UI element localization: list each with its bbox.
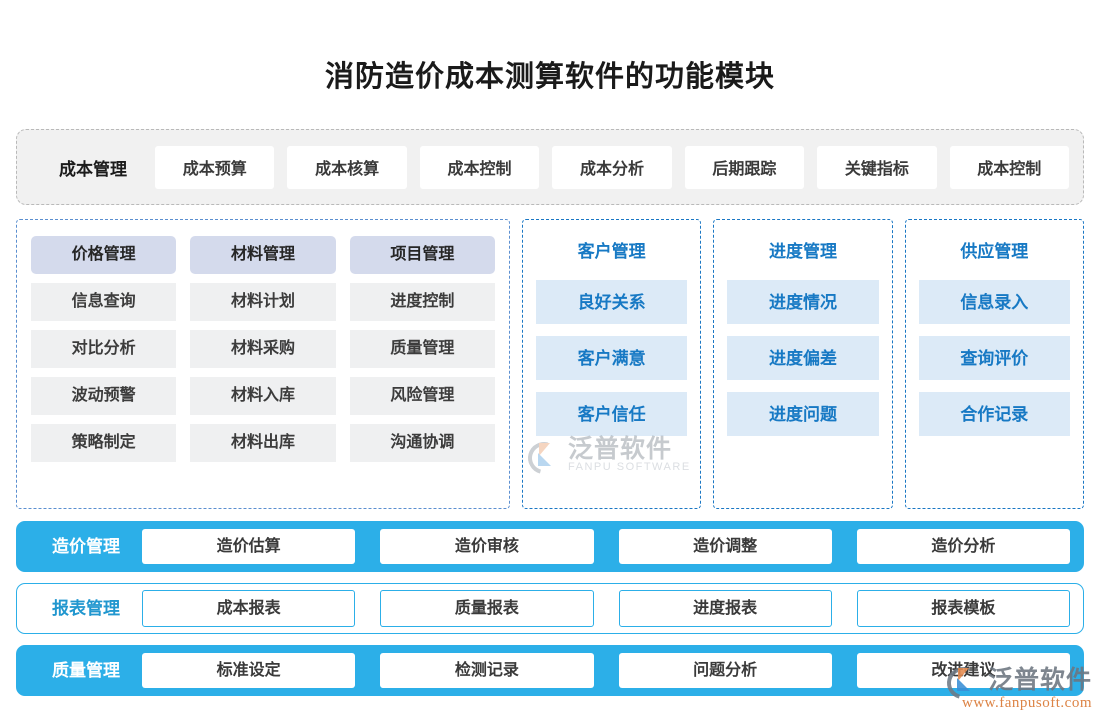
grid-item-material-inbound[interactable]: 材料入库 xyxy=(190,377,336,416)
report-item-progress[interactable]: 进度报表 xyxy=(618,590,832,628)
customer-item-satisfaction[interactable]: 客户满意 xyxy=(536,336,688,381)
grid-column-material-management: 材料管理 材料计划 材料采购 材料入库 材料出库 xyxy=(190,236,336,494)
grid-head-price-management[interactable]: 价格管理 xyxy=(31,236,177,275)
bar-label-quality-management: 质量管理 xyxy=(52,661,120,681)
supply-item-query-evaluation[interactable]: 查询评价 xyxy=(918,336,1070,381)
report-item-template[interactable]: 报表模板 xyxy=(856,590,1070,628)
report-item-quality[interactable]: 质量报表 xyxy=(380,590,594,628)
cost-item-analysis[interactable]: 成本分析 xyxy=(552,145,672,189)
bar-quality-management: 质量管理 标准设定 检测记录 问题分析 改进建议 xyxy=(16,645,1084,697)
grid-item-compare-analysis[interactable]: 对比分析 xyxy=(31,330,177,369)
grid-item-fluctuation-alert[interactable]: 波动预警 xyxy=(31,377,177,416)
bar-cost-price-management: 造价管理 造价估算 造价审核 造价调整 造价分析 xyxy=(16,521,1084,573)
customer-item-good-relationship[interactable]: 良好关系 xyxy=(536,280,688,325)
panel-head-progress-management[interactable]: 进度管理 xyxy=(768,241,837,261)
customer-item-trust[interactable]: 客户信任 xyxy=(536,392,688,437)
group-label-cost-management: 成本管理 xyxy=(59,159,127,179)
cost-item-key-indicator[interactable]: 关键指标 xyxy=(817,145,937,189)
cost-management-item-row: 成本预算 成本核算 成本控制 成本分析 后期跟踪 关键指标 成本控制 xyxy=(155,145,1069,189)
panel-head-supply-management[interactable]: 供应管理 xyxy=(960,241,1029,261)
grid-column-price-management: 价格管理 信息查询 对比分析 波动预警 策略制定 xyxy=(31,236,177,494)
grid-head-material-management[interactable]: 材料管理 xyxy=(190,236,336,275)
grid-item-risk-management[interactable]: 风险管理 xyxy=(349,377,495,416)
grid-panel: 价格管理 信息查询 对比分析 波动预警 策略制定 材料管理 材料计划 材料采购 … xyxy=(16,219,510,510)
grid-item-quality-management[interactable]: 质量管理 xyxy=(349,330,495,369)
panel-supply-management: 供应管理 信息录入 查询评价 合作记录 xyxy=(904,219,1084,510)
supply-item-cooperation-record[interactable]: 合作记录 xyxy=(918,392,1070,437)
price-item-estimation[interactable]: 造价估算 xyxy=(142,529,356,565)
grid-item-strategy-making[interactable]: 策略制定 xyxy=(31,424,177,463)
cost-item-control-2[interactable]: 成本控制 xyxy=(949,145,1069,189)
price-item-analysis[interactable]: 造价分析 xyxy=(856,529,1070,565)
grid-head-project-management[interactable]: 项目管理 xyxy=(349,236,495,275)
bottom-bars-region: 造价管理 造价估算 造价审核 造价调整 造价分析 报表管理 成本报表 质量报表 … xyxy=(16,521,1084,697)
bar-items-cost-price-management: 造价估算 造价审核 造价调整 造价分析 xyxy=(142,529,1070,565)
panel-head-customer-management[interactable]: 客户管理 xyxy=(577,241,646,261)
bar-report-management: 报表管理 成本报表 质量报表 进度报表 报表模板 xyxy=(16,583,1084,635)
bar-label-cost-price-management: 造价管理 xyxy=(52,537,120,557)
cost-management-strip: 成本管理 成本预算 成本核算 成本控制 成本分析 后期跟踪 关键指标 成本控制 xyxy=(16,129,1084,206)
cost-item-tracking[interactable]: 后期跟踪 xyxy=(684,145,805,189)
cost-item-budget[interactable]: 成本预算 xyxy=(155,145,275,189)
quality-item-improvement-advice[interactable]: 改进建议 xyxy=(856,653,1070,689)
quality-item-issue-analysis[interactable]: 问题分析 xyxy=(618,653,832,689)
progress-item-issues[interactable]: 进度问题 xyxy=(727,392,879,437)
quality-item-standard-setting[interactable]: 标准设定 xyxy=(142,653,356,689)
bar-items-quality-management: 标准设定 检测记录 问题分析 改进建议 xyxy=(142,653,1070,689)
cost-item-control[interactable]: 成本控制 xyxy=(419,145,540,189)
cost-item-accounting[interactable]: 成本核算 xyxy=(287,145,407,189)
grid-column-project-management: 项目管理 进度控制 质量管理 风险管理 沟通协调 xyxy=(349,236,495,494)
bar-items-report-management: 成本报表 质量报表 进度报表 报表模板 xyxy=(142,590,1070,628)
progress-item-status[interactable]: 进度情况 xyxy=(727,280,879,325)
panel-progress-management: 进度管理 进度情况 进度偏差 进度问题 xyxy=(713,219,893,510)
price-item-review[interactable]: 造价审核 xyxy=(380,529,594,565)
watermark-url: www.fanpusoft.com xyxy=(961,695,1092,712)
bar-label-report-management: 报表管理 xyxy=(52,599,120,619)
panel-customer-management: 客户管理 良好关系 客户满意 客户信任 xyxy=(522,219,702,510)
page-title: 消防造价成本测算软件的功能模块 xyxy=(324,61,775,94)
grid-item-material-outbound[interactable]: 材料出库 xyxy=(190,424,336,463)
supply-item-info-entry[interactable]: 信息录入 xyxy=(918,280,1070,325)
grid-item-communication[interactable]: 沟通协调 xyxy=(349,424,495,463)
grid-item-info-query[interactable]: 信息查询 xyxy=(31,283,177,322)
price-item-adjustment[interactable]: 造价调整 xyxy=(618,529,832,565)
grid-item-progress-control[interactable]: 进度控制 xyxy=(349,283,495,322)
grid-item-material-purchase[interactable]: 材料采购 xyxy=(190,330,336,369)
middle-panels-region: 价格管理 信息查询 对比分析 波动预警 策略制定 材料管理 材料计划 材料采购 … xyxy=(16,219,1084,510)
grid-item-material-plan[interactable]: 材料计划 xyxy=(190,283,336,322)
progress-item-deviation[interactable]: 进度偏差 xyxy=(727,336,879,381)
quality-item-inspection-record[interactable]: 检测记录 xyxy=(380,653,594,689)
report-item-cost[interactable]: 成本报表 xyxy=(142,590,356,628)
